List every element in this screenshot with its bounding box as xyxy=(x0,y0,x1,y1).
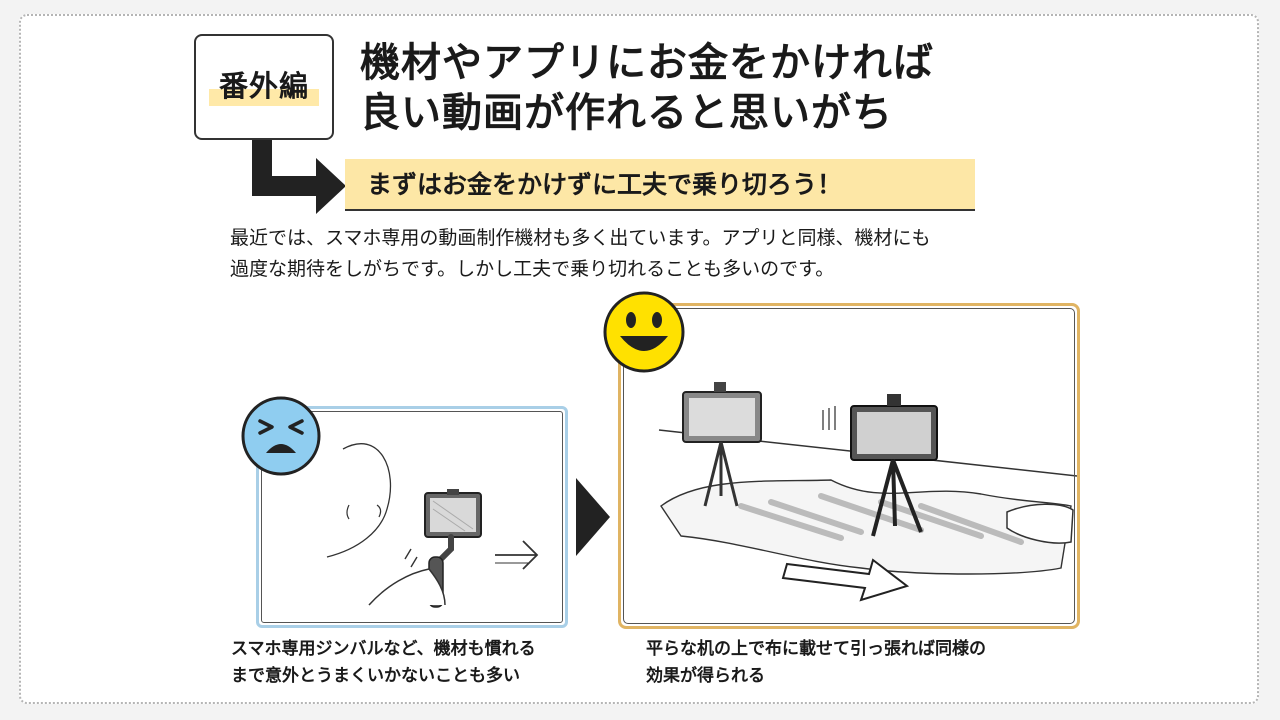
caption-left: スマホ専用ジンバルなど、機材も慣れる まで意外とうまくいかないことも多い xyxy=(231,636,536,690)
caption-right: 平らな机の上で布に載せて引っ張れば同様の 効果が得られる xyxy=(646,636,986,690)
body-line-1: 最近では、スマホ専用の動画制作機材も多く出ています。アプリと同様、機材にも xyxy=(230,227,931,249)
elbow-arrow-icon xyxy=(250,140,350,216)
tired-face-icon xyxy=(240,395,322,477)
caption-left-line-1: スマホ専用ジンバルなど、機材も慣れる xyxy=(231,639,536,659)
title-line-1: 機材やアプリにお金をかければ xyxy=(360,40,934,86)
right-triangle-arrow-icon xyxy=(576,478,612,556)
page-title: 機材やアプリにお金をかければ 良い動画が作れると思いがち xyxy=(360,38,1060,138)
subtitle-banner: まずはお金をかけずに工夫で乗り切ろう！ xyxy=(345,159,975,211)
smiley-face-icon xyxy=(602,290,686,374)
body-paragraph: 最近では、スマホ専用の動画制作機材も多く出ています。アプリと同様、機材にも 過度… xyxy=(230,223,1110,285)
body-line-2: 過度な期待をしがちです。しかし工夫で乗り切れることも多いのです。 xyxy=(230,258,835,280)
caption-left-line-2: まで意外とうまくいかないことも多い xyxy=(231,666,520,686)
caption-right-line-2: 効果が得られる xyxy=(646,666,765,686)
table-cloth-illustration xyxy=(618,303,1080,629)
extra-chapter-tag: 番外編 xyxy=(209,66,319,106)
title-line-2: 良い動画が作れると思いがち xyxy=(360,90,893,136)
caption-right-line-1: 平らな机の上で布に載せて引っ張れば同様の xyxy=(646,639,986,659)
